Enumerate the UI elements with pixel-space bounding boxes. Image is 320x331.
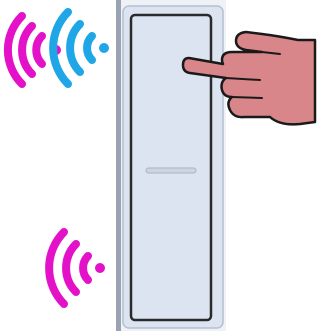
wireless-signal-icon xyxy=(53,12,109,84)
wall-switch-icon xyxy=(123,6,223,328)
wall-edge xyxy=(116,0,121,331)
wireless-signal-icon xyxy=(49,232,105,304)
switch-divider xyxy=(146,168,196,173)
